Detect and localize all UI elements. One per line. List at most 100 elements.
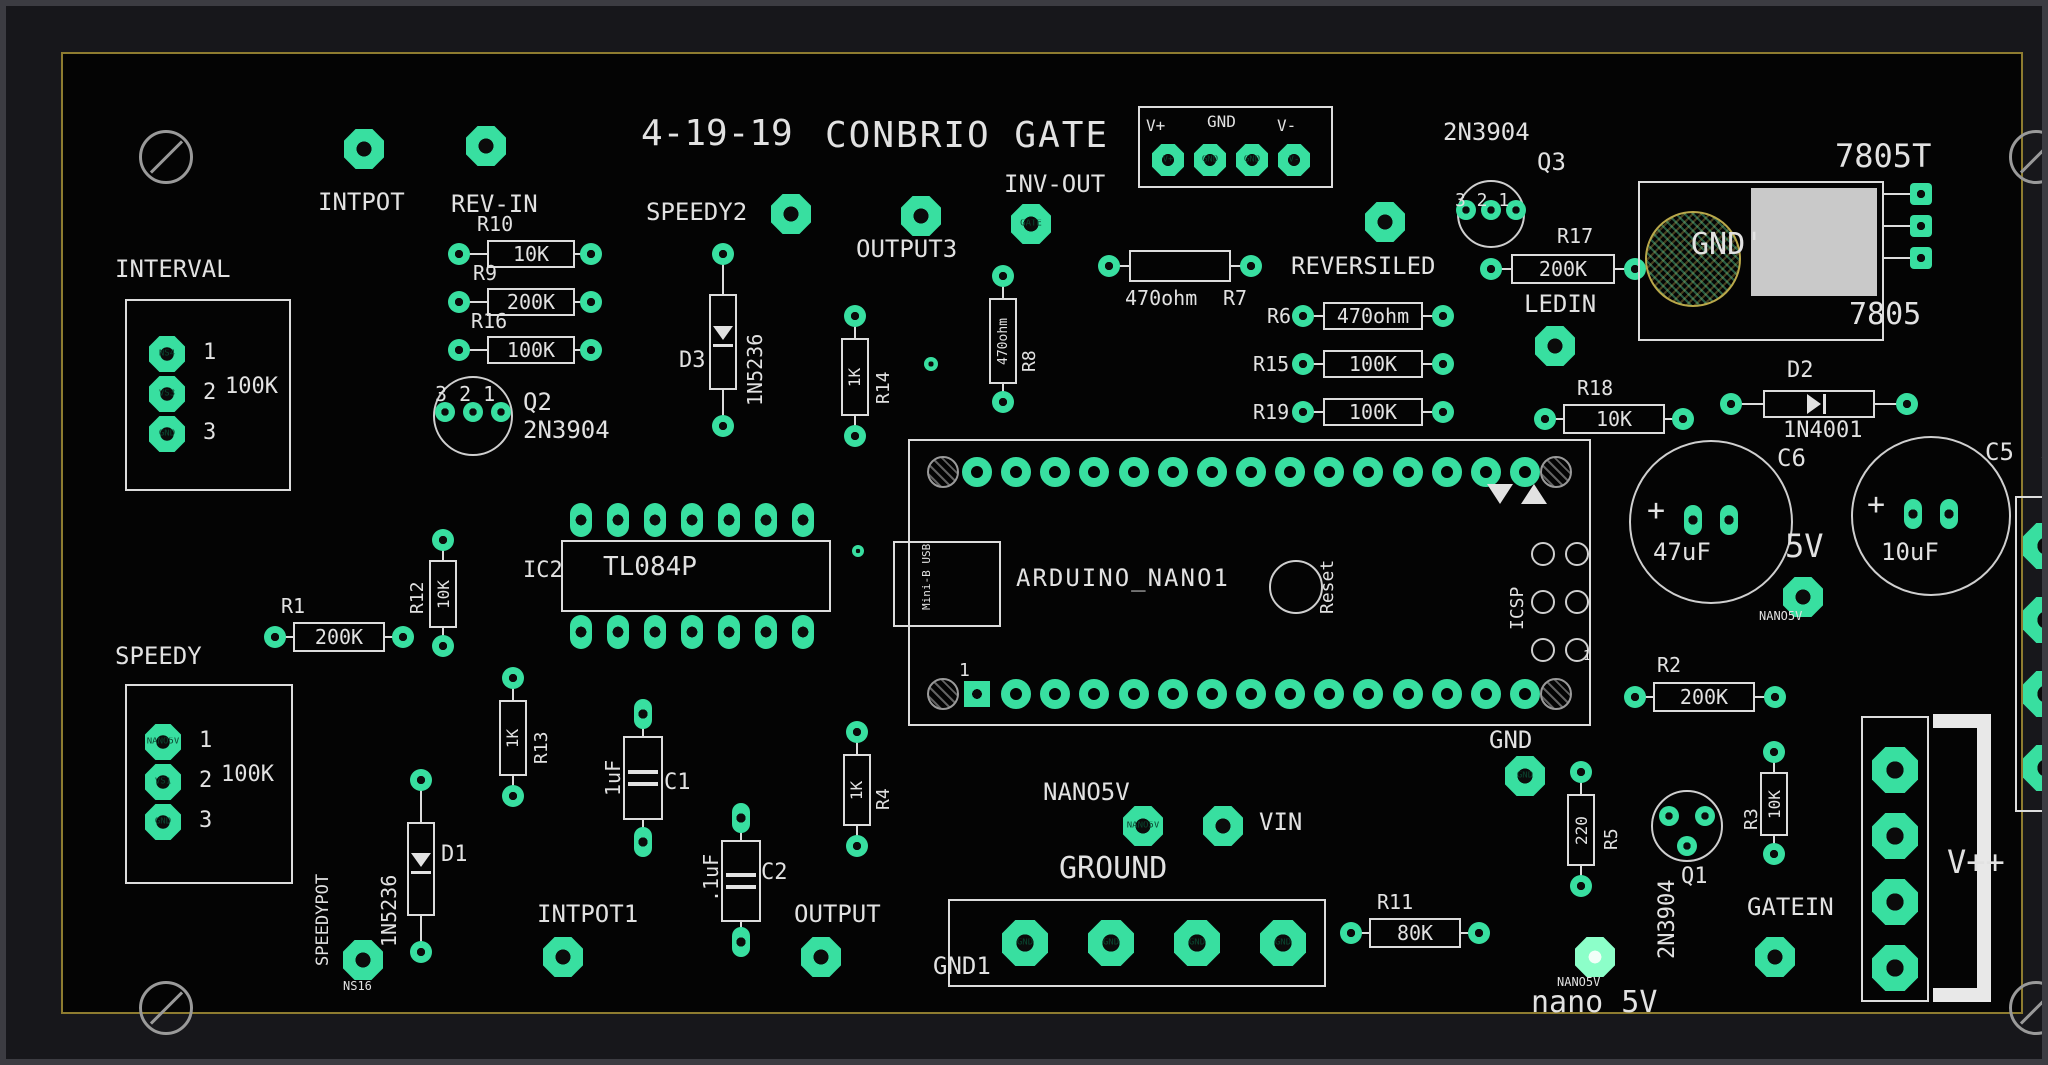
resistor-R6-pad1[interactable] bbox=[1292, 305, 1314, 327]
resistor-R6[interactable]: 470ohm bbox=[1323, 302, 1423, 330]
nano-pad-top-4[interactable] bbox=[1079, 457, 1110, 487]
ic2-pad-bottom-3[interactable] bbox=[644, 615, 666, 649]
ic2-pad-top-5[interactable] bbox=[718, 503, 740, 537]
resistor-R18-pad2[interactable] bbox=[1672, 408, 1694, 430]
icsp-pin-3[interactable] bbox=[1531, 590, 1555, 614]
icsp-pin-1[interactable] bbox=[1531, 542, 1555, 566]
pad-5v[interactable] bbox=[1783, 577, 1823, 617]
resistor-R3-pad2[interactable] bbox=[1763, 843, 1785, 865]
vplusplus-header-pad3[interactable] bbox=[1872, 879, 1918, 925]
nano-pad-bottom-9[interactable] bbox=[1275, 679, 1306, 709]
nano-pad-bottom-11[interactable] bbox=[1353, 679, 1384, 709]
ecap-C5-pad2[interactable] bbox=[1940, 499, 1958, 529]
vplusplus-header-pad1[interactable] bbox=[1872, 747, 1918, 793]
ic2-pad-bottom-7[interactable] bbox=[792, 615, 814, 649]
resistor-R18[interactable]: 10K bbox=[1563, 404, 1665, 434]
pad-vin[interactable] bbox=[1203, 806, 1243, 846]
vminus-header-pad3[interactable] bbox=[2023, 671, 2042, 717]
resistor-R8-pad1[interactable] bbox=[992, 265, 1014, 287]
diode-D1[interactable] bbox=[407, 822, 435, 916]
vplusplus-header[interactable] bbox=[1861, 716, 1929, 1002]
ic2-pad-top-1[interactable] bbox=[570, 503, 592, 537]
power-header[interactable] bbox=[1138, 106, 1333, 188]
diode-D2[interactable] bbox=[1763, 390, 1875, 418]
pad-nano5v-left[interactable]: NANO5V bbox=[1123, 806, 1163, 846]
ecap-C6-pad1[interactable] bbox=[1684, 505, 1702, 535]
resistor-R17-pad2[interactable] bbox=[1624, 258, 1646, 280]
resistor-R19-pad1[interactable] bbox=[1292, 401, 1314, 423]
speedy-connector[interactable] bbox=[125, 684, 293, 884]
via-2[interactable] bbox=[852, 545, 864, 557]
resistor-R1-pad1[interactable] bbox=[264, 626, 286, 648]
resistor-R9-pad2[interactable] bbox=[580, 291, 602, 313]
resistor-R7-pad1[interactable] bbox=[1098, 255, 1120, 277]
power-header-pad1[interactable]: V+ bbox=[1152, 144, 1184, 176]
pad-gatein[interactable] bbox=[1755, 937, 1795, 977]
pad-output[interactable] bbox=[801, 937, 841, 977]
nano-pad-top-7[interactable] bbox=[1196, 457, 1227, 487]
resistor-R15[interactable]: 100K bbox=[1323, 350, 1423, 378]
resistor-R13[interactable]: 1K bbox=[499, 700, 527, 776]
resistor-R11[interactable]: 80K bbox=[1369, 918, 1461, 948]
nano-pad-top-13[interactable] bbox=[1431, 457, 1462, 487]
nano-pad-top-8[interactable] bbox=[1236, 457, 1266, 487]
nano-pad-bottom-15[interactable] bbox=[1510, 679, 1540, 709]
transistor-Q2-pad3[interactable] bbox=[491, 402, 511, 422]
transistor-Q1-pad2[interactable] bbox=[1695, 806, 1715, 826]
transistor-Q3-pad1[interactable] bbox=[1456, 200, 1476, 220]
nano-pad-top-14[interactable] bbox=[1470, 457, 1501, 487]
resistor-R5-pad1[interactable] bbox=[1570, 761, 1592, 783]
nano-pad-top-6[interactable] bbox=[1157, 457, 1188, 487]
resistor-R9-pad1[interactable] bbox=[448, 291, 470, 313]
interval-connector-pad3[interactable]: GND bbox=[149, 416, 185, 452]
resistor-R14[interactable]: 1K bbox=[841, 338, 869, 416]
transistor-Q2[interactable] bbox=[433, 376, 513, 456]
resistor-R2[interactable]: 200K bbox=[1653, 682, 1755, 712]
resistor-R4[interactable]: 1K bbox=[843, 754, 871, 826]
ecap-C6-pad2[interactable] bbox=[1720, 505, 1738, 535]
resistor-R7-pad2[interactable] bbox=[1240, 255, 1262, 277]
resistor-R10-pad2[interactable] bbox=[580, 243, 602, 265]
transistor-Q2-pad2[interactable] bbox=[463, 402, 483, 422]
nano-pad-top-2[interactable] bbox=[1001, 457, 1032, 487]
pad-speedy2[interactable] bbox=[771, 194, 811, 234]
resistor-R12-pad2[interactable] bbox=[432, 635, 454, 657]
capacitor-C2-pad2[interactable] bbox=[732, 927, 750, 957]
nano-pad-bottom-7[interactable] bbox=[1196, 679, 1227, 709]
resistor-R11-pad1[interactable] bbox=[1340, 922, 1362, 944]
resistor-R2-pad1[interactable] bbox=[1624, 686, 1646, 708]
pad-reversiled[interactable] bbox=[1365, 202, 1405, 242]
pad-intpot[interactable] bbox=[344, 129, 384, 169]
nano-pad-bottom-8[interactable] bbox=[1236, 679, 1266, 709]
resistor-R4-pad1[interactable] bbox=[846, 721, 868, 743]
nano-pad-bottom-10[interactable] bbox=[1314, 679, 1345, 709]
pad-rev-in[interactable] bbox=[466, 126, 506, 166]
nano-pad-bottom-13[interactable] bbox=[1431, 679, 1462, 709]
diode-D2-pad1[interactable] bbox=[1720, 393, 1742, 415]
interval-connector-pad1[interactable]: NS4 bbox=[149, 336, 185, 372]
ground-header-pad4[interactable]: GND bbox=[1260, 920, 1306, 966]
nano-pad-top-3[interactable] bbox=[1040, 457, 1071, 487]
icsp-pin-4[interactable] bbox=[1565, 590, 1589, 614]
resistor-R5-pad2[interactable] bbox=[1570, 875, 1592, 897]
ecap-C5-pad1[interactable] bbox=[1904, 499, 1922, 529]
power-header-pad2[interactable]: GND bbox=[1194, 144, 1226, 176]
arduino-nano-outline[interactable] bbox=[908, 439, 1591, 726]
ic2-pad-bottom-6[interactable] bbox=[755, 615, 777, 649]
nano-pad-bottom-5[interactable] bbox=[1118, 679, 1149, 709]
pad-inv-out[interactable]: GATE bbox=[1011, 204, 1051, 244]
ic2-pad-top-2[interactable] bbox=[607, 503, 629, 537]
diode-D1-pad2[interactable] bbox=[410, 941, 432, 963]
speedy-connector-pad3[interactable]: GND bbox=[145, 804, 181, 840]
regulator-pad-1[interactable] bbox=[1910, 183, 1932, 205]
ic2-pad-top-6[interactable] bbox=[755, 503, 777, 537]
via-1[interactable] bbox=[924, 357, 938, 371]
resistor-R7[interactable] bbox=[1129, 250, 1231, 282]
ecap-C5[interactable] bbox=[1851, 436, 2011, 596]
pad-ledin[interactable] bbox=[1535, 326, 1575, 366]
transistor-Q1-pad1[interactable] bbox=[1659, 806, 1679, 826]
ic2-body[interactable] bbox=[561, 540, 831, 612]
resistor-R10-pad1[interactable] bbox=[448, 243, 470, 265]
nano-pad-top-12[interactable] bbox=[1392, 457, 1423, 487]
